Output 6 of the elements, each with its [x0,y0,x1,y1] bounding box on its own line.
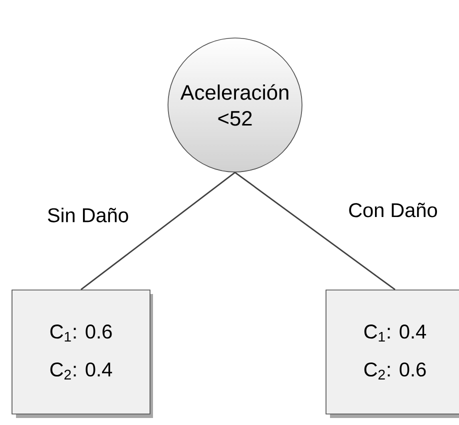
branch-line [234,172,396,290]
branch-line [80,172,236,290]
edge-label: Con Daño [347,202,439,218]
leaf-box: C$_{1}$: 0.4 C$_{2}$: 0.6 [326,290,459,418]
edge-label: Sin Daño [46,206,130,224]
leaf-box: C$_{1}$: 0.6 C$_{2}$: 0.4 [12,290,153,418]
